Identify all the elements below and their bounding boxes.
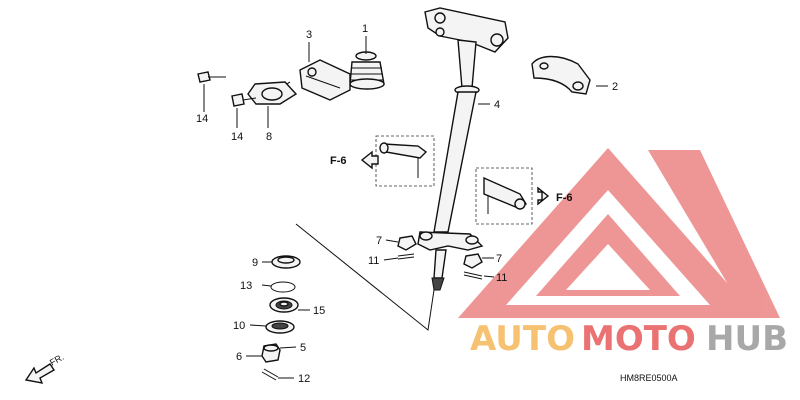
ball-bearing	[269, 297, 299, 313]
callout-9[interactable]: 9	[252, 257, 258, 269]
callout-4[interactable]: 4	[494, 99, 500, 111]
callout-1[interactable]: 1	[362, 23, 368, 35]
steering-shaft	[417, 7, 509, 291]
bushing-holder	[284, 59, 351, 101]
ref-label-left[interactable]: F-6	[330, 155, 347, 167]
oil-seal	[271, 255, 301, 269]
watermark-moto: MOTO	[581, 319, 696, 359]
callout-15[interactable]: 15	[313, 305, 325, 317]
ref-arrow-right	[537, 186, 550, 206]
callout-12[interactable]: 12	[298, 373, 310, 385]
ref-label-right[interactable]: F-6	[556, 192, 573, 204]
watermark-hub: HUB	[706, 319, 788, 359]
bolt-lower	[231, 93, 257, 107]
castle-nut-left	[397, 235, 417, 251]
callout-13[interactable]: 13	[240, 280, 252, 292]
callout-3[interactable]: 3	[306, 29, 312, 41]
watermark-auto: AUTO	[470, 319, 575, 359]
ref-arrow-left	[360, 150, 379, 170]
callout-7-right[interactable]: 7	[496, 253, 502, 265]
front-arrow-icon	[24, 363, 55, 384]
callout-7-left[interactable]: 7	[376, 235, 382, 247]
lower-seal	[265, 320, 295, 334]
shaft-holder	[247, 81, 298, 105]
castle-nut-right	[463, 253, 483, 269]
holder-cap	[531, 55, 591, 95]
callout-11-right[interactable]: 11	[496, 272, 507, 284]
tie-rod-box-right	[475, 167, 533, 225]
callout-14-upper[interactable]: 14	[196, 113, 208, 125]
callout-11-left[interactable]: 11	[368, 255, 379, 267]
callout-10[interactable]: 10	[233, 320, 245, 332]
cotter-pin-bottom	[261, 368, 279, 381]
tie-rod-left	[379, 142, 428, 178]
front-label: FR.	[48, 352, 66, 368]
callout-8[interactable]: 8	[266, 131, 272, 143]
callout-14-lower[interactable]: 14	[231, 131, 243, 143]
cotter-pin-right	[463, 271, 483, 280]
lock-nut	[261, 343, 281, 363]
tie-rod-right	[483, 176, 527, 214]
cotter-pin-left	[397, 253, 415, 260]
leader-lines	[203, 36, 608, 379]
diagram-code: HM8RE0500A	[620, 373, 678, 383]
watermark-brand: AUTO MOTO HUB	[470, 319, 788, 359]
bolt-upper	[197, 71, 226, 83]
circlip	[270, 281, 296, 293]
callout-6[interactable]: 6	[236, 351, 242, 363]
dust-seal	[349, 51, 385, 90]
callout-5[interactable]: 5	[300, 342, 306, 354]
callout-2[interactable]: 2	[612, 81, 618, 93]
watermark-logo	[458, 148, 780, 318]
